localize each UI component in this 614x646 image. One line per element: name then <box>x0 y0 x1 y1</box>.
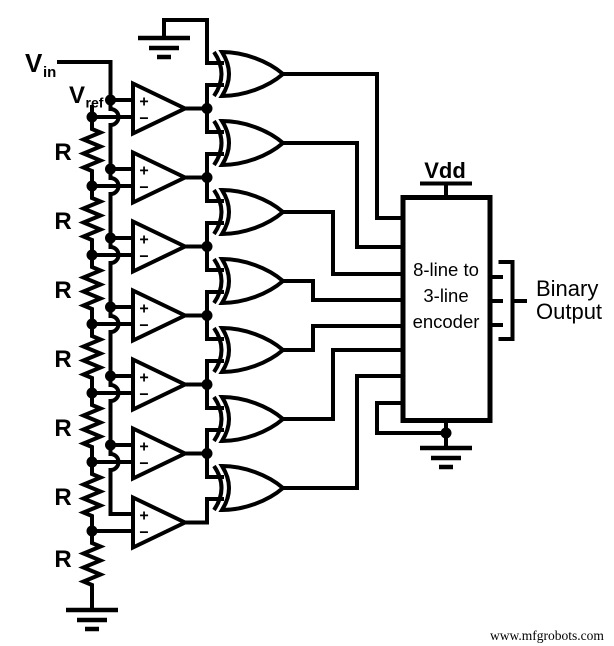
junction-dot <box>105 439 116 451</box>
junction-dot <box>201 310 213 321</box>
xor-gate-2 <box>212 119 285 167</box>
encoder-ground-symbol <box>420 448 472 467</box>
resistor-5 <box>81 391 103 464</box>
junction-dot <box>201 448 213 459</box>
resistor-4 <box>81 322 103 395</box>
vin-label: V <box>25 48 43 78</box>
comparator-1-minus-label: − <box>139 111 148 128</box>
xor7-to-encoder-wire <box>283 374 403 490</box>
xor1-to-encoder-wire <box>283 72 403 220</box>
comparator-output-wires <box>185 106 207 456</box>
resistor-7 <box>78 531 106 610</box>
xor-gate-1 <box>212 50 285 98</box>
comparator-4-plus-label: + <box>139 301 148 318</box>
resistor-label-6: R <box>54 484 71 511</box>
junction-dot <box>105 232 116 244</box>
xor3-to-encoder-wire <box>283 210 403 276</box>
xor4-to-encoder-wire <box>283 279 403 302</box>
junction-dot <box>86 525 98 537</box>
resistor-3 <box>81 253 103 326</box>
resistor-label-7: R <box>54 546 71 573</box>
vin-bus-wire <box>57 60 133 516</box>
resistor-label-3: R <box>54 277 71 304</box>
vref-subscript: ref <box>86 95 104 111</box>
ground-to-encoder-wire <box>375 401 446 435</box>
comparator-3-plus-label: + <box>139 232 148 249</box>
resistor-label-4: R <box>54 346 71 373</box>
comparator-7-minus-label: − <box>139 525 148 542</box>
junction-dots <box>86 94 452 537</box>
encoder-label-line1: 8-line to <box>413 259 479 280</box>
encoder-box <box>400 195 493 423</box>
xor-gate-3 <box>212 188 285 236</box>
resistor-ladder <box>78 115 106 610</box>
xor-gate-6 <box>212 395 285 443</box>
binary-output-label-line1: Binary <box>536 276 598 301</box>
comparator-5-plus-label: + <box>139 370 148 387</box>
comparator-4-minus-label: − <box>139 318 148 335</box>
junction-dot <box>201 379 213 390</box>
junction-dot <box>105 94 116 106</box>
junction-dot <box>86 387 98 399</box>
encoder-label-line2: 3-line <box>423 285 468 306</box>
comparator-6-minus-label: − <box>139 456 148 473</box>
vdd-label: Vdd <box>424 158 466 183</box>
comparator-5-minus-label: − <box>139 387 148 404</box>
xor-gate-4 <box>212 257 285 305</box>
resistor-label-2: R <box>54 208 71 235</box>
watermark: www.mfgrobots.com <box>490 628 604 643</box>
junction-dot <box>86 111 98 123</box>
xor6-to-encoder-wire <box>283 348 403 421</box>
comparator-3-minus-label: − <box>139 249 148 266</box>
junction-dot <box>86 180 98 192</box>
xor5-to-encoder-wire <box>283 324 403 352</box>
comparator-minus-input-wires <box>92 115 133 533</box>
top-ground-symbol <box>138 38 190 57</box>
resistor-2 <box>81 184 103 257</box>
junction-dot <box>201 172 213 183</box>
encoder-label-line3: encoder <box>413 311 480 332</box>
junction-dot <box>86 456 98 468</box>
xor-gate-5 <box>212 326 285 374</box>
xor-gate-bank <box>212 50 285 512</box>
binary-output-label-line2: Output <box>536 299 602 324</box>
ladder-ground-symbol <box>66 610 118 629</box>
resistor-6 <box>81 460 103 533</box>
junction-dot <box>86 318 98 330</box>
junction-dot <box>105 163 116 175</box>
junction-dot <box>86 249 98 261</box>
xor2-to-encoder-wire <box>283 141 403 249</box>
vref-label: V <box>69 82 85 109</box>
comparator-2-minus-label: − <box>139 180 148 197</box>
comparator-plus-input-wires <box>110 98 133 447</box>
comparator-1-plus-label: + <box>139 94 148 111</box>
junction-dot <box>201 103 213 114</box>
comparator-2-plus-label: + <box>139 163 148 180</box>
junction-dot <box>201 241 213 252</box>
comparator-7-plus-label: + <box>139 508 148 525</box>
junction-dot <box>440 427 452 439</box>
xor-gate-7 <box>212 464 285 512</box>
top-ground-to-xor1-wire <box>162 18 224 65</box>
vin-subscript: in <box>43 64 56 81</box>
comparator7-output-wire <box>185 497 224 525</box>
resistor-1 <box>81 115 103 188</box>
junction-dot <box>105 370 116 382</box>
binary-output-bracket <box>498 260 527 341</box>
junction-dot <box>105 301 116 313</box>
resistor-label-1: R <box>54 139 71 166</box>
resistor-label-5: R <box>54 415 71 442</box>
comparator-6-plus-label: + <box>139 439 148 456</box>
xor-input-stub-wires <box>205 83 224 479</box>
